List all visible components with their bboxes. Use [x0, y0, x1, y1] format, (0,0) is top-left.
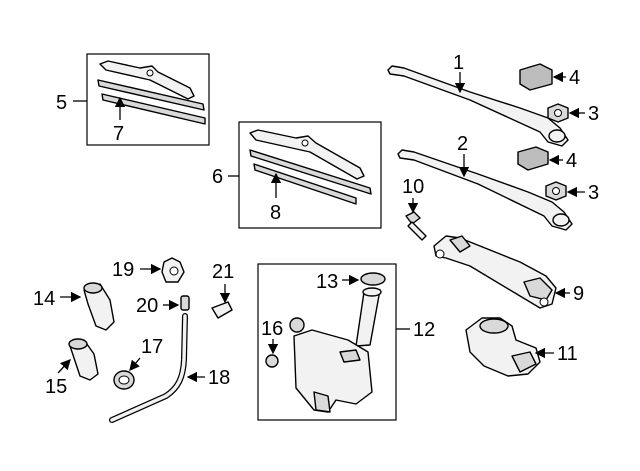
blade-box-second — [238, 121, 382, 229]
callout-12: 12 — [413, 319, 435, 341]
callout-18: 18 — [208, 367, 230, 389]
wiper-arm-2[interactable] — [397, 149, 573, 231]
wiper-motor[interactable] — [465, 317, 541, 377]
pump-grommet[interactable] — [113, 370, 135, 390]
callout-20: 20 — [136, 295, 158, 317]
callout-4-upper: 4 — [569, 67, 580, 89]
wiper-linkage[interactable] — [433, 235, 557, 309]
callout-15: 15 — [45, 376, 67, 398]
check-valve[interactable] — [211, 301, 233, 319]
nut-upper[interactable] — [547, 103, 569, 123]
callout-10: 10 — [402, 176, 424, 198]
callout-7: 7 — [113, 123, 124, 145]
callout-4-lower: 4 — [566, 150, 577, 172]
callout-2: 2 — [457, 133, 468, 155]
wiper-blade-front[interactable] — [97, 60, 206, 125]
callout-9: 9 — [573, 283, 584, 305]
callout-16: 16 — [261, 318, 283, 340]
hose-connector[interactable] — [180, 295, 190, 311]
bolt[interactable] — [405, 211, 427, 241]
wiper-arm-1[interactable] — [387, 65, 569, 147]
callout-1: 1 — [453, 52, 464, 74]
washer-reservoir[interactable] — [293, 287, 382, 413]
callout-17: 17 — [141, 336, 163, 358]
washer-pump-front[interactable] — [83, 282, 115, 331]
nut-lower[interactable] — [545, 181, 567, 201]
callout-21: 21 — [212, 261, 234, 283]
hose-clip[interactable] — [161, 257, 185, 283]
callout-6: 6 — [212, 166, 223, 188]
wiper-blade-second[interactable] — [249, 129, 372, 205]
callout-3-upper: 3 — [588, 103, 599, 125]
callout-13: 13 — [316, 271, 338, 293]
washer-hose[interactable] — [109, 313, 188, 423]
washer-pump-rear[interactable] — [68, 338, 99, 381]
callout-14: 14 — [33, 288, 55, 310]
reservoir-box — [257, 263, 397, 421]
callout-8: 8 — [270, 202, 281, 224]
pivot-cap-upper[interactable] — [519, 63, 553, 91]
callout-19: 19 — [112, 259, 134, 281]
grommet-large[interactable] — [289, 317, 305, 333]
pivot-cap-lower[interactable] — [517, 146, 549, 171]
reservoir-cap[interactable] — [360, 272, 386, 286]
callout-3-lower: 3 — [588, 182, 599, 204]
callout-11: 11 — [557, 343, 578, 365]
callout-5: 5 — [56, 92, 67, 114]
grommet-small[interactable] — [265, 354, 279, 368]
blade-box-front — [86, 53, 210, 146]
